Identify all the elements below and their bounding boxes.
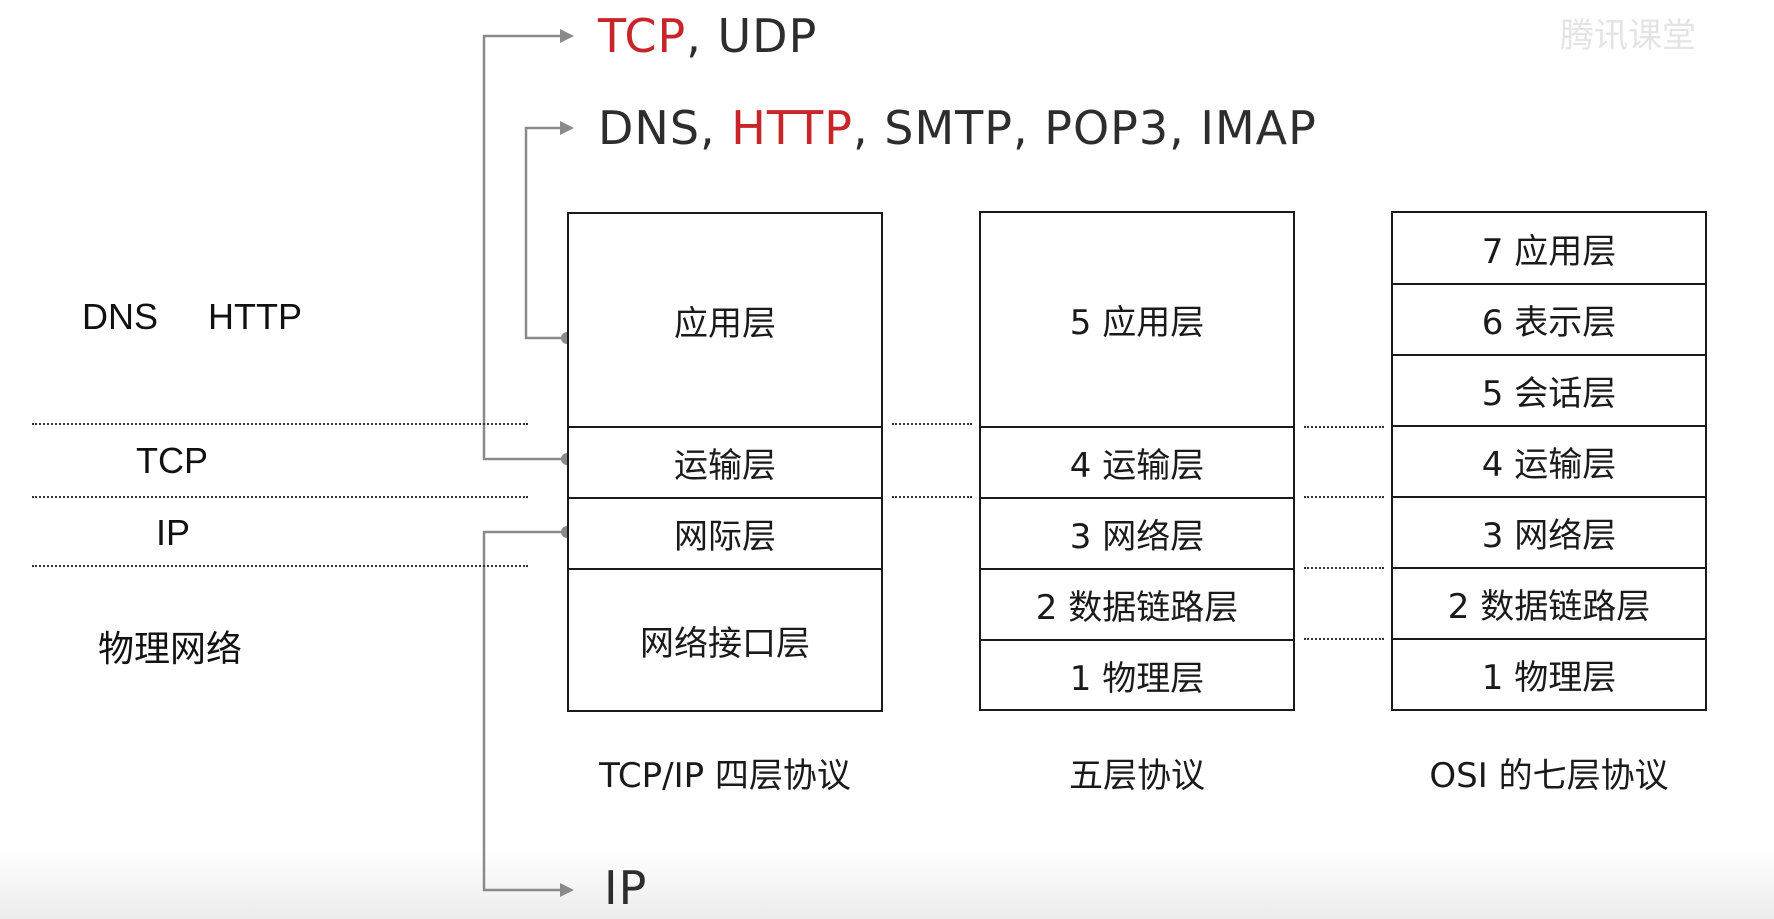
protocols-rest: , SMTP, POP3, IMAP (853, 101, 1317, 155)
label-ip: IP (156, 512, 191, 553)
separator-mid-2 (892, 496, 972, 498)
layer-network-interface: 网络接口层 (640, 623, 810, 664)
layer-3-network: 3 网络层 (981, 499, 1293, 570)
label-physical-network: 物理网络 (98, 628, 243, 669)
separator-left-1 (32, 423, 528, 425)
layer-internet: 网际层 (569, 499, 881, 570)
label-http: HTTP (208, 296, 302, 337)
highlight-http: HTTP (731, 101, 853, 155)
arrow-transport (482, 34, 567, 461)
separator-right-4 (1304, 638, 1384, 640)
layer-application: 应用层 (569, 214, 881, 428)
transport-protocols: TCP, UDP (598, 8, 817, 64)
caption-five-layer: 五层协议 (1069, 756, 1205, 796)
arrow-application (524, 126, 567, 340)
stack-osi: 7 应用层 6 表示层 5 会话层 4 运输层 3 网络层 2 数据链路层 1 … (1391, 211, 1707, 711)
application-protocols: DNS, HTTP, SMTP, POP3, IMAP (598, 100, 1317, 156)
layer-4-transport: 4 运输层 (981, 428, 1293, 499)
separator-left-3 (32, 565, 528, 567)
separator-left-2 (32, 496, 528, 498)
arrow-network (482, 530, 567, 892)
layer-2-datalink: 2 数据链路层 (1393, 569, 1705, 640)
highlight-tcp: TCP (598, 9, 687, 63)
stack-tcpip: 应用层 运输层 网际层 网络接口层 (567, 212, 883, 712)
protocols-prefix: DNS, (598, 101, 732, 155)
separator-mid-1 (892, 423, 972, 425)
watermark-logo: 腾讯课堂 (1560, 16, 1696, 56)
layer-6-presentation: 6 表示层 (1393, 285, 1705, 356)
separator-right-3 (1304, 567, 1384, 569)
caption-tcpip: TCP/IP 四层协议 (599, 756, 851, 796)
separator-right-1 (1304, 426, 1384, 428)
stack-five-layer: 5 应用层 4 运输层 3 网络层 2 数据链路层 1 物理层 (979, 211, 1295, 711)
caption-osi: OSI 的七层协议 (1429, 756, 1669, 796)
layer-7-application: 7 应用层 (1393, 213, 1705, 285)
layer-5-application: 5 应用层 (981, 213, 1293, 428)
arrowhead-network (560, 883, 574, 897)
layer-3-network: 3 网络层 (1393, 498, 1705, 569)
protocols-rest: , UDP (686, 9, 818, 63)
label-dns: DNS (82, 296, 159, 337)
layer-1-physical: 1 物理层 (1481, 658, 1617, 698)
label-tcp: TCP (136, 440, 208, 481)
separator-right-2 (1304, 496, 1384, 498)
network-protocols: IP (604, 861, 648, 915)
layer-transport: 运输层 (569, 428, 881, 499)
arrowhead-application (560, 121, 574, 135)
layer-5-session: 5 会话层 (1393, 356, 1705, 427)
layer-2-datalink: 2 数据链路层 (981, 570, 1293, 641)
layer-1-physical: 1 物理层 (1069, 658, 1205, 699)
layer-4-transport: 4 运输层 (1393, 427, 1705, 498)
arrowhead-transport (560, 29, 574, 43)
